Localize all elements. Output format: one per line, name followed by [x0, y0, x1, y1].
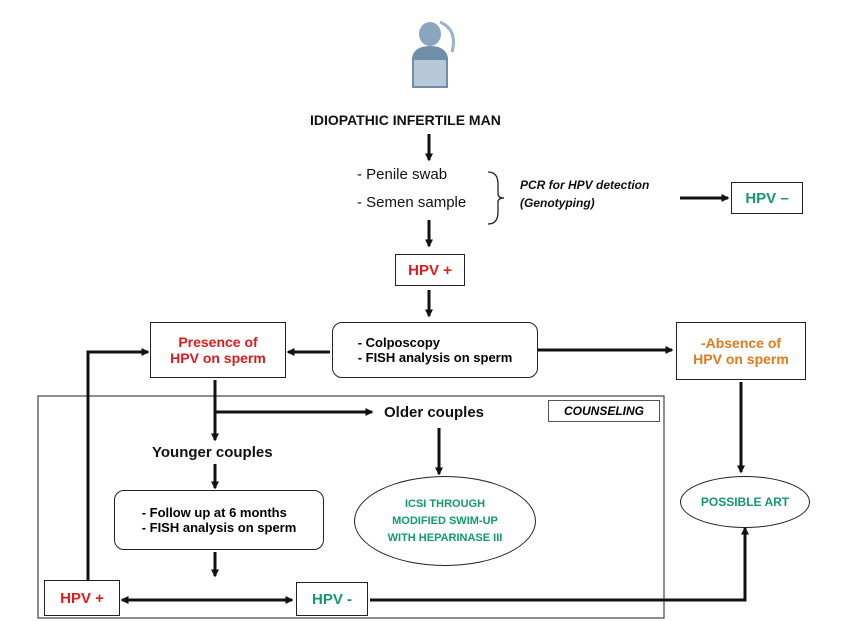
- followup-label-2: - FISH analysis on sperm: [141, 520, 297, 535]
- hpv-negative-bottom-box: HPV -: [296, 582, 368, 616]
- person-icon: [412, 20, 455, 88]
- younger-couples-label: Younger couples: [152, 444, 273, 461]
- pcr-label-2: (Genotyping): [520, 196, 595, 210]
- presence-label-2: HPV on sperm: [170, 350, 266, 366]
- hpv-negative-bottom-label: HPV -: [311, 590, 352, 608]
- colposcopy-box: - Colposcopy - FISH analysis on sperm: [332, 322, 538, 378]
- possible-art-label: POSSIBLE ART: [700, 495, 790, 509]
- brace: [487, 171, 505, 225]
- hpv-positive-top-label: HPV +: [408, 261, 452, 279]
- presence-label-1: Presence of: [178, 334, 258, 350]
- icsi-label-3: WITH HEPARINASE III: [387, 531, 503, 544]
- idiopathic-label: IDIOPATHIC INFERTILE MAN: [310, 112, 501, 128]
- followup-box: - Follow up at 6 months - FISH analysis …: [114, 490, 324, 550]
- older-couples-label: Older couples: [384, 404, 485, 421]
- hpv-negative-top-box: HPV –: [731, 182, 803, 214]
- hpv-positive-bottom-box: HPV +: [44, 580, 120, 616]
- sample-label-1: - Penile swab: [357, 166, 448, 183]
- hpv-positive-top-box: HPV +: [395, 254, 465, 286]
- counseling-text: COUNSELING: [563, 404, 644, 418]
- sample-label-2: - Semen sample: [357, 194, 467, 211]
- hpv-negative-top-label: HPV –: [745, 189, 789, 207]
- icsi-label-1: ICSI THROUGH: [404, 497, 486, 510]
- colposcopy-label-2: - FISH analysis on sperm: [357, 350, 513, 365]
- pcr-label-1: PCR for HPV detection: [520, 178, 650, 192]
- icsi-label-2: MODIFIED SWIM-UP: [392, 514, 498, 527]
- counseling-label: COUNSELING: [548, 400, 660, 422]
- counseling-frame: [37, 395, 665, 619]
- possible-art-ellipse: POSSIBLE ART: [680, 476, 810, 528]
- absence-label-1: -Absence of: [700, 335, 782, 351]
- icsi-ellipse: ICSI THROUGH MODIFIED SWIM-UP WITH HEPAR…: [354, 476, 536, 566]
- presence-box: Presence of HPV on sperm: [150, 322, 286, 378]
- hpv-positive-bottom-label: HPV +: [60, 589, 104, 607]
- absence-label-2: HPV on sperm: [693, 351, 789, 367]
- colposcopy-label-1: - Colposcopy: [357, 335, 441, 350]
- absence-box: -Absence of HPV on sperm: [676, 322, 806, 380]
- followup-label-1: - Follow up at 6 months: [141, 505, 287, 520]
